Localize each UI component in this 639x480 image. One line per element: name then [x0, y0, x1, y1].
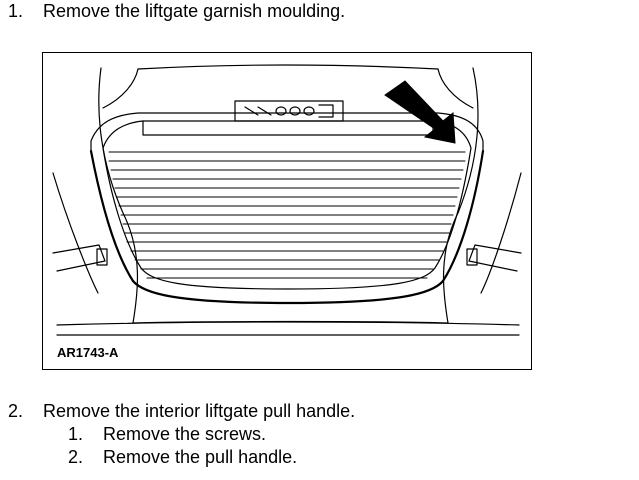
substep-2-text: Remove the pull handle. — [103, 447, 298, 467]
step-2-number: 2. — [8, 401, 24, 421]
pointer-arrow — [384, 80, 456, 144]
substep-1-text: Remove the screws. — [103, 424, 267, 444]
step-1-text: Remove the liftgate garnish moulding. — [43, 1, 346, 21]
step-2-text: Remove the interior liftgate pull handle… — [43, 401, 356, 421]
substep-2-number: 2. — [68, 447, 84, 467]
substep-1-number: 1. — [68, 424, 84, 444]
figure-label: AR1743-A — [57, 345, 119, 360]
liftgate-illustration: AR1743-A — [42, 52, 532, 370]
liftgate-drawing — [52, 64, 522, 336]
step-1-number: 1. — [8, 1, 24, 21]
